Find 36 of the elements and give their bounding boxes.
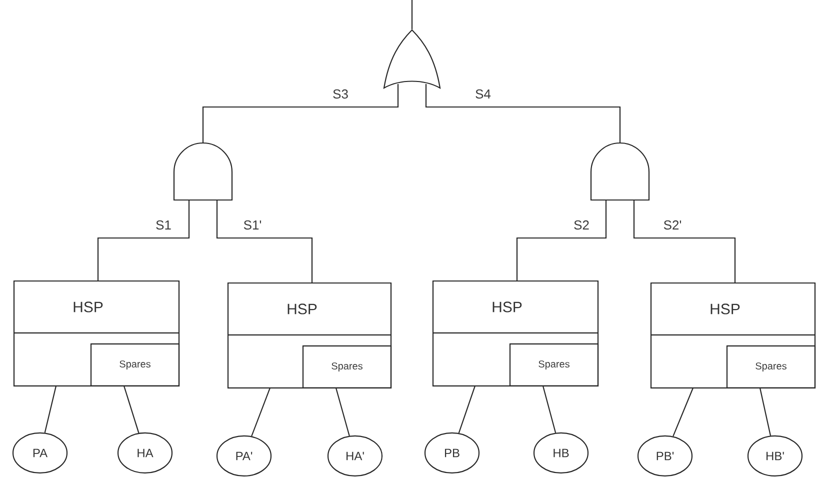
- ellipse-node: PB': [637, 435, 693, 477]
- connector-line: [542, 386, 556, 433]
- connector-line: [411, 0, 413, 30]
- connector-line: [123, 386, 140, 434]
- connector-line: [672, 388, 694, 437]
- connector-line: [458, 386, 476, 434]
- ellipse-node: HB': [747, 435, 803, 477]
- spares-box: Spares: [509, 343, 599, 387]
- edge-label: S3: [332, 88, 350, 100]
- or-gate: [383, 29, 441, 89]
- connector-line: [425, 84, 621, 143]
- connector-line: [97, 200, 190, 281]
- connector-line: [335, 388, 350, 436]
- ellipse-node: HA: [117, 432, 173, 474]
- ellipse-node: PA': [216, 435, 272, 477]
- connector-line: [633, 200, 736, 283]
- edge-label: S1': [242, 219, 263, 231]
- and-gate: [590, 142, 650, 201]
- and-gate: [173, 142, 233, 201]
- edge-label: S2: [572, 219, 590, 231]
- edge-label: S2': [662, 219, 683, 231]
- edge-label: S4: [474, 88, 492, 100]
- ellipse-node: HB: [533, 432, 589, 474]
- connector-line: [216, 200, 313, 283]
- connector-line: [44, 386, 57, 433]
- ellipse-node: PB: [424, 432, 480, 474]
- spares-box: Spares: [726, 345, 816, 389]
- spares-box: Spares: [302, 345, 392, 389]
- ellipse-node: PA: [12, 432, 68, 474]
- connector-line: [759, 388, 772, 436]
- connector-line: [251, 388, 271, 436]
- ellipse-node: HA': [327, 435, 383, 477]
- connector-line: [202, 84, 399, 143]
- connector-line: [516, 200, 607, 281]
- spares-box: Spares: [90, 343, 180, 387]
- edge-label: S1: [154, 219, 172, 231]
